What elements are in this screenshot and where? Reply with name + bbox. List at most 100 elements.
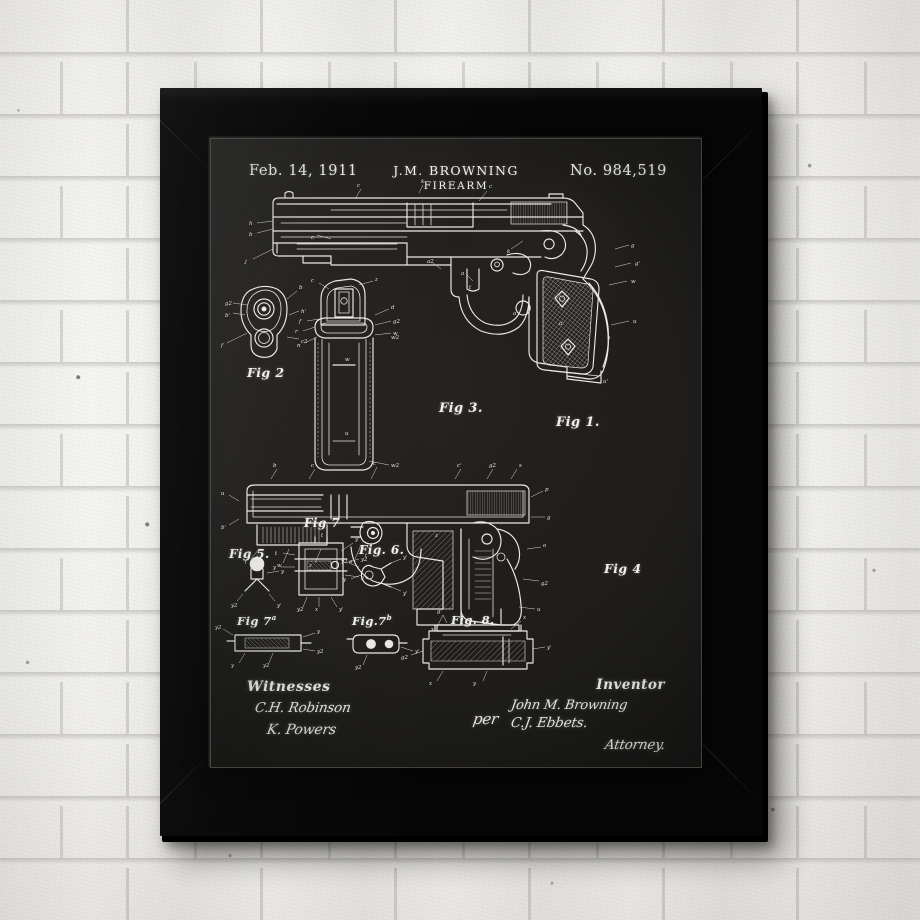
svg-text:w2: w2 [391,335,400,341]
svg-text:x: x [315,607,318,613]
svg-text:f: f [244,559,248,565]
svg-text:y: y [342,577,347,583]
svg-text:b: b [273,463,277,469]
svg-text:y2: y2 [354,665,362,671]
svg-text:k: k [421,179,424,185]
svg-text:w: w [631,279,636,285]
svg-text:t: t [469,285,472,291]
svg-text:a2: a2 [427,259,434,265]
svg-text:g2: g2 [225,301,232,307]
svg-text:s: s [519,463,522,469]
svg-text:y': y' [402,591,408,597]
svg-text:x: x [429,681,432,687]
figure-1-label: Fig 1. [556,415,600,430]
svg-text:g2: g2 [489,463,496,469]
figure-2-label: Fig 2 [247,365,285,380]
svg-text:y': y' [414,649,420,655]
inventor-signature: John M. Browning [509,698,629,713]
svg-text:y: y [280,569,285,575]
patent-inventor-name: J.M. BROWNING [393,163,519,178]
svg-text:c: c [311,463,314,469]
svg-text:y: y [316,629,321,635]
figure-1-pistol-drawing: hbj cck ck gg' wu a2a ta a'u' u [244,179,640,385]
svg-text:h: h [249,221,252,227]
attorney-label: Attorney. [603,737,667,753]
svg-text:g: g [631,243,635,249]
svg-text:u: u [537,607,541,613]
svg-text:n: n [297,343,301,349]
figure-3-label: Fig 3. [439,401,483,416]
svg-text:z: z [434,533,438,539]
svg-text:t: t [321,533,324,539]
figure-7b-detail: y' y2 [346,634,420,671]
patent-number: No. 984,519 [570,163,667,179]
svg-text:y': y' [338,607,344,613]
svg-text:y2: y2 [316,649,324,655]
figure-8-section-view: g2 x y x y' g' [401,609,552,687]
svg-text:w: w [393,331,398,337]
svg-text:y': y' [360,575,366,581]
svg-text:c: c [373,461,376,467]
svg-text:b: b [299,285,303,291]
svg-text:r: r [295,329,298,335]
svg-text:g2: g2 [541,581,548,587]
figure-7a-detail: y2y y2y y2 [214,625,324,669]
figure-2-cross-section: g2b' fb h'c2 [220,285,308,358]
patent-date: Feb. 14, 1911 [249,163,358,179]
figure-4-pistol-cutaway: bc cc' g2s ub' fw za pg og2 ux zt [221,461,551,633]
inventor-heading: Inventor [596,677,665,693]
svg-text:w: w [345,357,350,363]
figure-5-detail-part: y y2 y' [230,556,285,609]
svg-text:y: y [230,663,235,669]
patent-drawing: h b j c c k c k g g' w u a2 a t a a' u' u [214,179,640,687]
svg-text:c: c [489,184,492,190]
per-label: per [471,710,500,728]
svg-text:a: a [513,311,516,317]
svg-text:y2: y2 [340,559,348,565]
patent-title: FIREARM [423,180,489,192]
svg-text:y: y [472,681,477,687]
figure-5-label: Fig 5. [229,547,270,561]
figure-7-label: Fig 7 [304,516,340,530]
svg-text:u: u [607,335,611,341]
svg-text:g2: g2 [401,655,408,661]
svg-text:g': g' [437,609,442,615]
svg-text:y2: y2 [214,625,222,631]
figure-6-label: Fig. 6. [359,543,405,557]
svg-text:y': y' [276,603,282,609]
attorney-signature: C.J. Ebbets. [509,715,589,731]
svg-text:k: k [507,249,510,255]
svg-text:w2: w2 [391,463,400,469]
svg-text:x: x [523,615,526,621]
svg-text:w: w [277,563,282,569]
svg-text:a': a' [559,321,564,327]
witness-signature-2: K. Powers [265,722,338,738]
svg-text:g: g [547,515,551,521]
svg-text:y': y' [546,645,552,651]
svg-text:c: c [357,183,360,189]
svg-text:c': c' [457,463,462,469]
svg-text:y': y' [402,555,408,561]
svg-text:u: u [345,431,349,437]
svg-text:g': g' [635,261,640,267]
svg-text:x: x [431,627,434,633]
svg-text:u': u' [603,379,608,385]
svg-text:z: z [374,277,378,283]
svg-text:u: u [221,491,225,497]
svg-text:y2: y2 [230,603,238,609]
svg-text:b': b' [221,525,226,531]
figure-4-label: Fig 4 [604,561,642,576]
svg-text:d: d [391,305,395,311]
witness-signature-1: C.H. Robinson [253,700,352,716]
svg-text:j: j [244,259,247,265]
figure-7a-label: Fig 7a [237,613,277,628]
patent-print-artwork: h b j c c k c k g g' w u a2 a t a a' u' u [211,139,701,767]
picture-frame: h b j c c k c k g g' w u a2 a t a a' u' u [160,88,762,836]
svg-text:y2: y2 [296,607,304,613]
svg-text:y: y [272,565,277,571]
witnesses-heading: Witnesses [247,679,331,695]
svg-text:a: a [349,559,352,565]
